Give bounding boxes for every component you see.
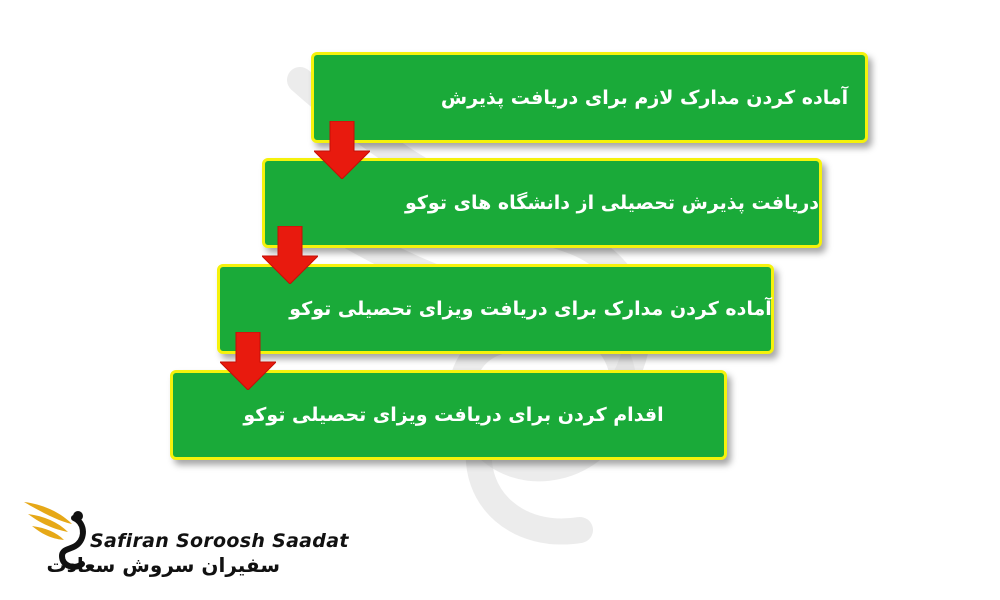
step-label-2: دریافت پذیرش تحصیلی از دانشگاه های توکو: [404, 192, 820, 214]
arrow-down-icon: [314, 121, 370, 179]
brand-name-persian: سفیران سروش سعادت: [46, 553, 281, 577]
step-label-3: آماده کردن مدارک برای دریافت ویزای تحصیل…: [289, 298, 772, 320]
step-label-1: آماده کردن مدارک لازم برای دریافت پذیرش: [440, 86, 849, 109]
brand-logo-icon: [24, 502, 86, 570]
arrow-down-icon: [220, 332, 276, 390]
step-box-3: آماده کردن مدارک برای دریافت ویزای تحصیل…: [217, 264, 774, 354]
step-label-4: اقدام کردن برای دریافت ویزای تحصیلی توکو: [243, 404, 664, 426]
step-box-4: اقدام کردن برای دریافت ویزای تحصیلی توکو: [170, 370, 727, 460]
step-box-2: دریافت پذیرش تحصیلی از دانشگاه های توکو: [262, 158, 822, 248]
step-box-1: آماده کردن مدارک لازم برای دریافت پذیرش: [311, 52, 868, 143]
arrow-down-icon: [262, 226, 318, 284]
brand-name-english: Safiran Soroosh Saadat: [90, 530, 349, 552]
